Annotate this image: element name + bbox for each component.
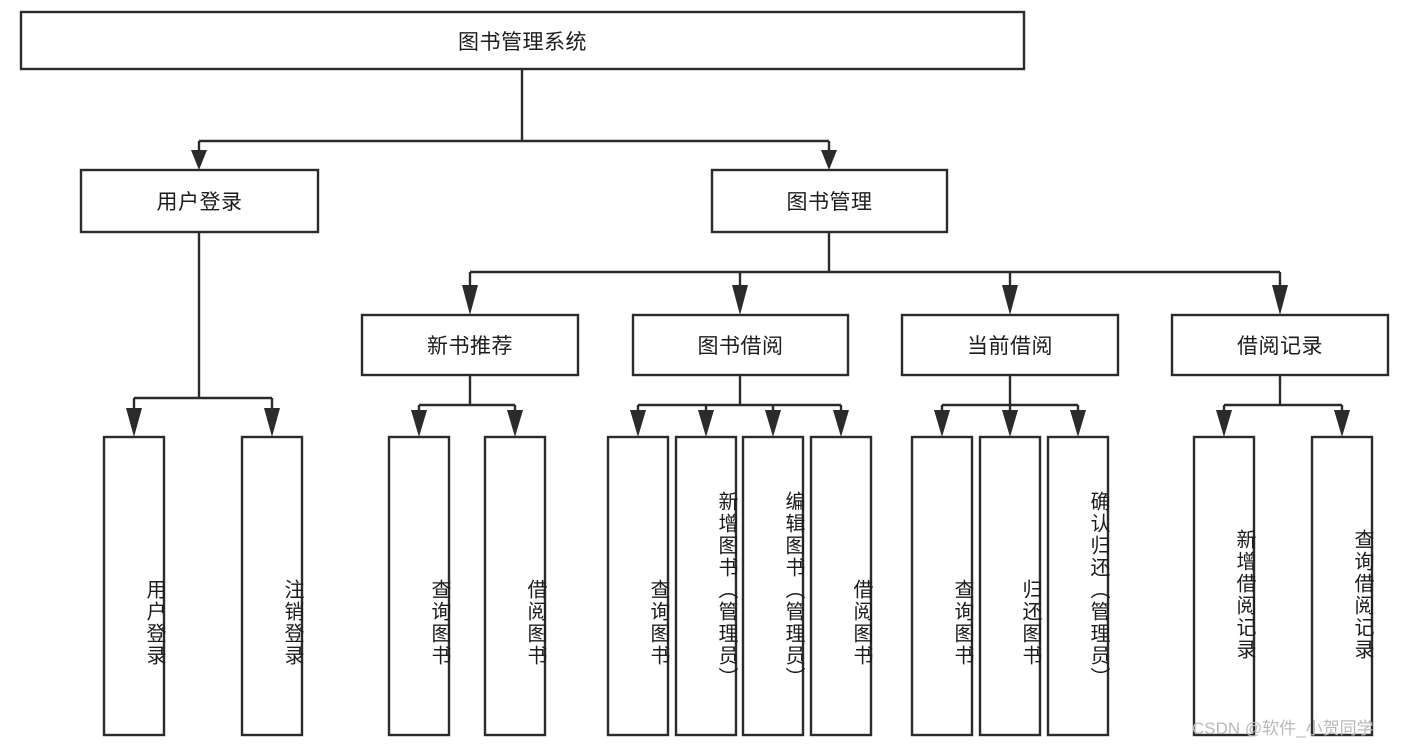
arrowhead-leaf-br-1 — [1216, 410, 1232, 437]
leaf-box-currentborrow-2[interactable] — [978, 435, 1042, 737]
leaf-box-user-login-2[interactable] — [240, 435, 304, 737]
arrowhead-to-current-borrow — [1002, 285, 1018, 315]
leaf-box-newbook-1[interactable] — [387, 435, 451, 737]
arrowhead-leaf-user-login-1 — [126, 408, 142, 437]
arrowhead-leaf-cb-1 — [934, 410, 950, 437]
arrowhead-to-borrow-record — [1272, 285, 1288, 315]
leaf-box-currentborrow-3[interactable] — [1046, 435, 1110, 737]
arrowhead-to-book-borrow — [732, 285, 748, 315]
leaf-box-bookborrow-4[interactable] — [809, 435, 873, 737]
arrowhead-leaf-bb-3 — [765, 410, 781, 437]
node-book-borrow-box[interactable] — [631, 313, 850, 377]
leaf-box-borrowrecord-2[interactable] — [1310, 435, 1374, 737]
leaf-box-currentborrow-1[interactable] — [910, 435, 974, 737]
arrowhead-leaf-cb-3 — [1070, 410, 1086, 437]
leaf-box-bookborrow-2[interactable] — [674, 435, 738, 737]
node-new-book-box[interactable] — [360, 313, 580, 377]
leaf-box-bookborrow-1[interactable] — [606, 435, 670, 737]
node-book-manage-box[interactable] — [710, 168, 949, 234]
node-current-borrow-box[interactable] — [900, 313, 1120, 377]
leaf-box-bookborrow-3[interactable] — [741, 435, 805, 737]
leaf-box-newbook-2[interactable] — [483, 435, 547, 737]
arrowhead-leaf-user-login-2 — [264, 408, 280, 437]
arrowhead-leaf-bb-1 — [630, 410, 646, 437]
arrowhead-leaf-newbook-2 — [507, 410, 523, 437]
arrowhead-leaf-br-2 — [1334, 410, 1350, 437]
node-root-box[interactable] — [19, 10, 1026, 71]
node-borrow-record-box[interactable] — [1170, 313, 1390, 377]
arrowhead-leaf-bb-2 — [698, 410, 714, 437]
leaf-box-user-login-1[interactable] — [102, 435, 166, 737]
arrowhead-to-new-book — [462, 285, 478, 315]
leaf-box-borrowrecord-1[interactable] — [1192, 435, 1256, 737]
arrowhead-to-user-login — [191, 150, 207, 170]
arrowhead-leaf-newbook-1 — [411, 410, 427, 437]
arrowhead-leaf-cb-2 — [1002, 410, 1018, 437]
node-user-login-box[interactable] — [79, 168, 320, 234]
arrowhead-to-book-manage — [821, 150, 837, 170]
arrowhead-leaf-bb-4 — [833, 410, 849, 437]
